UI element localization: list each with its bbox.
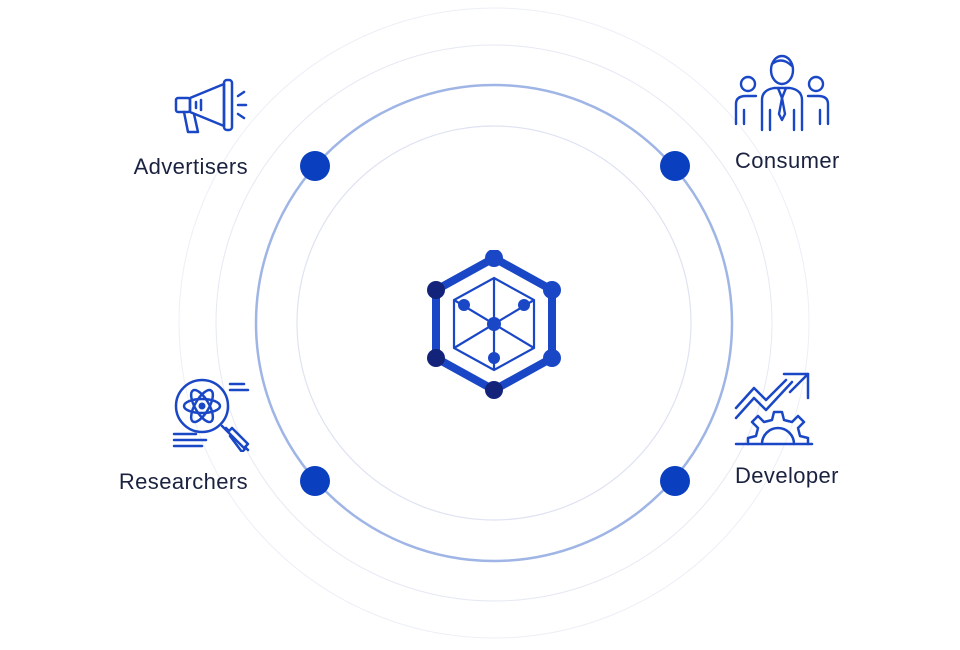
outer-faint-ring bbox=[178, 7, 810, 639]
atom-magnifier-icon bbox=[172, 376, 254, 452]
advertisers-node-dot[interactable] bbox=[300, 151, 330, 181]
megaphone-icon bbox=[172, 76, 252, 138]
consumer-node-dot[interactable] bbox=[660, 151, 690, 181]
hexagon-network-icon bbox=[424, 250, 564, 400]
consumer-label: Consumer bbox=[735, 148, 840, 173]
inner-ring bbox=[296, 125, 692, 521]
developer-label: Developer bbox=[735, 463, 839, 488]
main-orbit-ring bbox=[254, 83, 734, 563]
growth-gear-icon bbox=[734, 370, 814, 448]
outer-soft-ring bbox=[215, 44, 773, 602]
researchers-node-dot[interactable] bbox=[300, 466, 330, 496]
people-group-icon bbox=[734, 52, 830, 132]
advertisers-label: Advertisers bbox=[133, 154, 248, 179]
researchers-label: Researchers bbox=[118, 469, 248, 494]
developer-node-dot[interactable] bbox=[660, 466, 690, 496]
